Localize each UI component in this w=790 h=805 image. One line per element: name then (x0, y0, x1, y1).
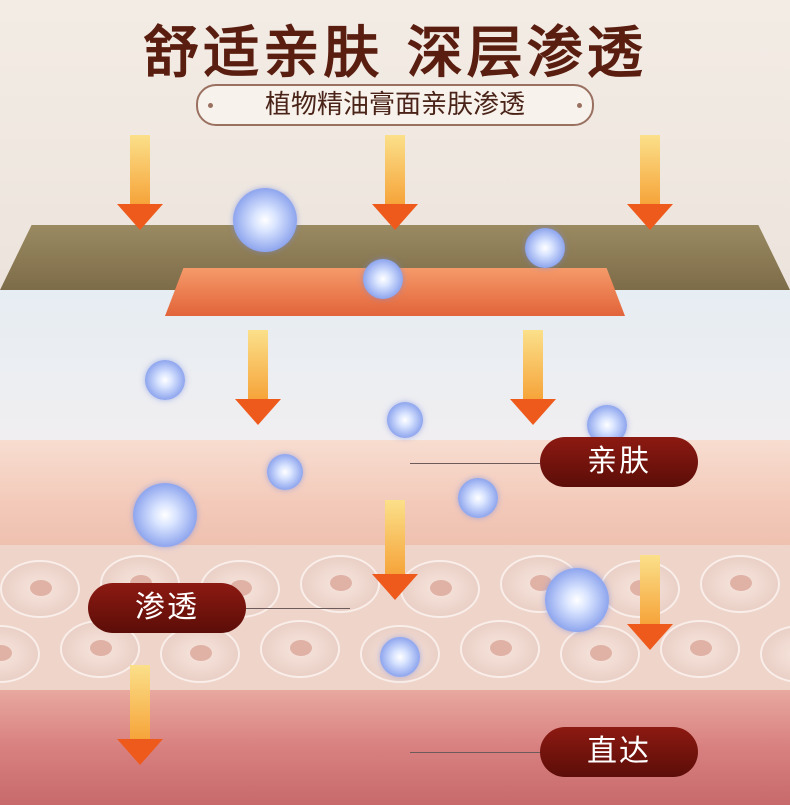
essence-bubble-icon (267, 454, 303, 490)
down-arrow-icon (372, 135, 418, 230)
down-arrow-icon (372, 500, 418, 600)
label-skin-friendly: 亲肤 (540, 437, 698, 487)
down-arrow-icon (117, 665, 163, 765)
label-line (245, 608, 350, 609)
subtitle-banner: 植物精油膏面亲肤渗透 (196, 84, 594, 126)
skin-cell (300, 555, 380, 613)
down-arrow-icon (627, 555, 673, 650)
essence-bubble-icon (363, 259, 403, 299)
essence-bubble-icon (380, 637, 420, 677)
essence-bubble-icon (145, 360, 185, 400)
essence-bubble-icon (525, 228, 565, 268)
essence-bubble-icon (387, 402, 423, 438)
page-title: 舒适亲肤 深层渗透 (143, 20, 647, 86)
down-arrow-icon (510, 330, 556, 425)
down-arrow-icon (117, 135, 163, 230)
essence-bubble-icon (133, 483, 197, 547)
skin-cell (660, 620, 740, 678)
skin-cell (560, 625, 640, 683)
essence-bubble-icon (545, 568, 609, 632)
label-direct: 直达 (540, 727, 698, 777)
skin-cell (0, 560, 80, 618)
essence-bubble-icon (458, 478, 498, 518)
skin-cell (460, 620, 540, 678)
skin-cell (160, 625, 240, 683)
label-line (410, 463, 540, 464)
label-penetrate: 渗透 (88, 583, 246, 633)
essence-bubble-icon (233, 188, 297, 252)
skin-cell (700, 555, 780, 613)
down-arrow-icon (235, 330, 281, 425)
down-arrow-icon (627, 135, 673, 230)
skin-cell (260, 620, 340, 678)
label-line (410, 752, 540, 753)
